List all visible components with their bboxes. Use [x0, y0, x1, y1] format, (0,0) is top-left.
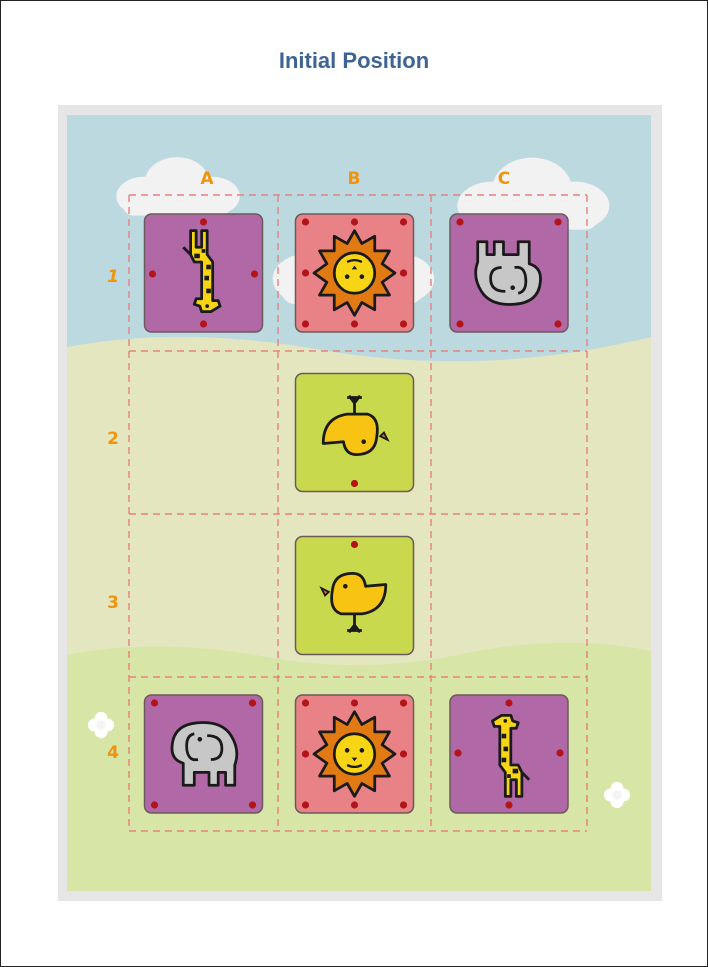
column-label-c: C [484, 169, 524, 189]
move-peg [200, 320, 207, 327]
move-peg [302, 269, 309, 276]
column-label-a: A [187, 169, 227, 189]
move-peg [351, 801, 358, 808]
move-peg [505, 801, 512, 808]
move-peg [302, 320, 309, 327]
page-title: Initial Position [1, 48, 707, 74]
piece-c4-giraffe[interactable] [450, 695, 568, 813]
piece-b2-chick[interactable] [296, 374, 414, 492]
move-peg [400, 218, 407, 225]
move-peg [351, 541, 358, 548]
column-label-b: B [334, 169, 374, 189]
move-peg [302, 218, 309, 225]
move-peg [556, 749, 563, 756]
move-peg [456, 320, 463, 327]
piece-b4-lion[interactable] [296, 695, 414, 813]
piece-b1-lion[interactable] [296, 214, 414, 332]
move-peg [554, 320, 561, 327]
piece-a1-giraffe[interactable] [145, 214, 263, 332]
move-peg [351, 699, 358, 706]
move-peg [351, 320, 358, 327]
move-peg [151, 801, 158, 808]
move-peg [302, 801, 309, 808]
row-label-1: 1 [101, 267, 125, 287]
move-peg [400, 269, 407, 276]
move-peg [456, 218, 463, 225]
move-peg [249, 801, 256, 808]
board-surface [67, 115, 651, 891]
move-peg [302, 699, 309, 706]
move-peg [251, 270, 258, 277]
piece-b3-chick[interactable] [296, 537, 414, 655]
move-peg [400, 320, 407, 327]
move-peg [351, 480, 358, 487]
move-peg [249, 699, 256, 706]
move-peg [554, 218, 561, 225]
row-label-2: 2 [101, 429, 125, 449]
move-peg [200, 218, 207, 225]
move-peg [151, 699, 158, 706]
move-peg [400, 801, 407, 808]
move-peg [400, 750, 407, 757]
row-label-4: 4 [101, 743, 125, 763]
move-peg [505, 699, 512, 706]
move-peg [454, 749, 461, 756]
move-peg [149, 270, 156, 277]
row-label-3: 3 [101, 593, 125, 613]
move-peg [302, 750, 309, 757]
piece-a4-elephant[interactable] [145, 695, 263, 813]
move-peg [400, 699, 407, 706]
piece-c1-elephant[interactable] [450, 214, 568, 332]
move-peg [351, 218, 358, 225]
game-board [58, 105, 662, 901]
board-svg [67, 115, 651, 891]
